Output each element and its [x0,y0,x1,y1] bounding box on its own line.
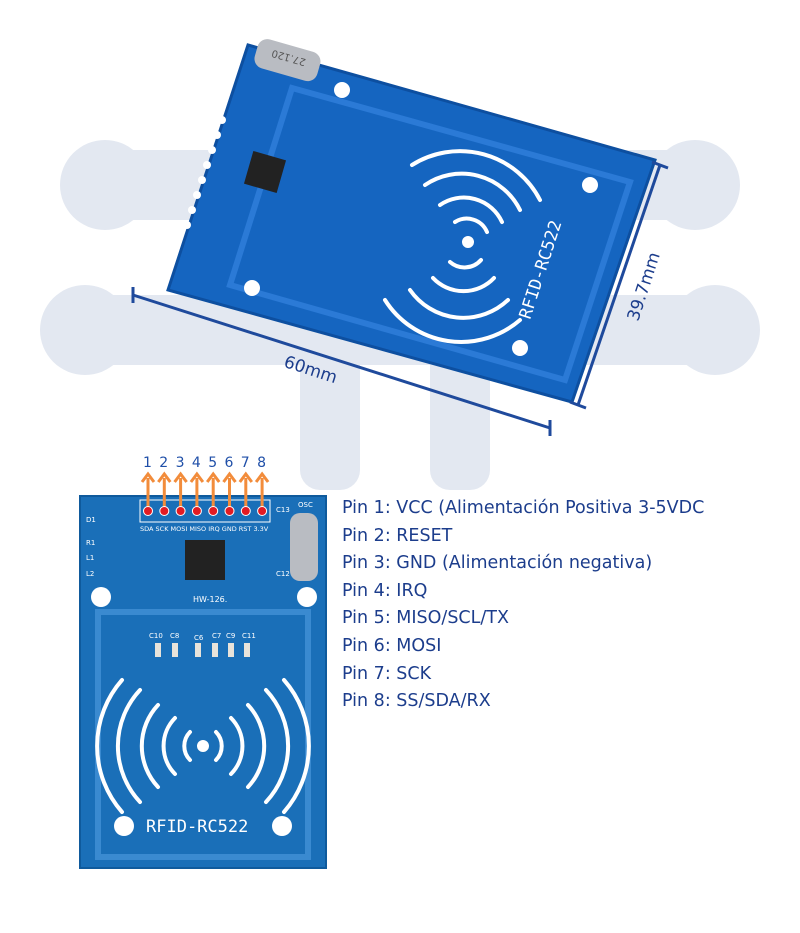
pin-description: Pin 4: IRQ [342,580,428,601]
antenna-waves-icon [383,149,542,344]
pin-number: 7 [241,455,250,471]
svg-text:C10: C10 [149,632,163,640]
pin-number: 3 [176,455,185,471]
svg-text:L1: L1 [86,554,94,562]
arrow-head-icon [173,471,188,483]
top-rfid-board: 27.120 RFID-RC522 [166,39,657,404]
crystal-oscillator [254,39,321,82]
svg-text:L2: L2 [86,570,94,578]
svg-text:HW-126.: HW-126. [193,595,227,604]
arrow-head-icon [238,471,254,483]
svg-text:R1: R1 [86,539,95,547]
svg-text:C9: C9 [226,632,235,640]
pin-dot [224,506,235,516]
pin-description: Pin 1: VCC (Alimentación Positiva 3-5VDC [342,498,705,518]
arrow-head-icon [140,471,156,483]
svg-text:C13: C13 [276,506,290,514]
pin-description: Pin 7: SCK [342,663,432,684]
pin-number: 6 [225,455,234,471]
pin-dot [143,506,153,516]
pin-description: Pin 3: GND (Alimentación negativa) [342,553,653,574]
pin-description: Pin 6: MOSI [342,635,442,656]
pin-dot [191,506,202,516]
arrow-head-icon [157,471,172,483]
pin-description-list: Pin 1: VCC (Alimentación Positiva 3-5VDC… [342,495,704,716]
svg-text:SDA SCK MOSI MISO IRQ GND RST: SDA SCK MOSI MISO IRQ GND RST 3.3V [140,525,269,533]
bottom-board-label: RFID-RC522 [146,817,248,837]
pin-dot [159,506,170,516]
svg-text:C8: C8 [170,632,179,640]
pin-dot [175,506,186,516]
svg-text:C12: C12 [276,570,290,578]
arrow-head-icon [254,471,270,483]
mount-holes [91,587,317,836]
svg-text:C6: C6 [194,634,204,642]
header-holes [183,116,226,229]
rc522-chip [185,540,225,580]
pin-number: 1 [143,455,152,471]
svg-text:OSC: OSC [298,501,313,509]
arrow-head-icon [189,471,205,483]
pin-description: Pin 5: MISO/SCL/TX [342,608,509,629]
pin-number: 8 [257,455,266,471]
pin-number: 5 [208,455,217,471]
dimension-lines [131,160,669,436]
pin-description: Pin 8: SS/SDA/RX [342,691,491,712]
arrow-head-icon [222,471,237,483]
pin-dot [208,506,219,516]
capacitors [155,643,250,657]
arrow-head-icon [205,471,221,483]
rc522-chip [243,150,287,194]
pin-dot [240,506,251,516]
pin-description: Pin 2: RESET [342,525,453,546]
svg-text:D1: D1 [86,516,96,524]
svg-text:C7: C7 [212,632,221,640]
pin-number: 2 [159,455,168,471]
pin-dot [257,506,268,516]
pin-number: 4 [192,455,201,471]
antenna-waves-icon [95,678,311,814]
svg-text:C11: C11 [242,632,256,640]
crystal-oscillator [290,513,318,581]
mount-holes [244,82,598,356]
